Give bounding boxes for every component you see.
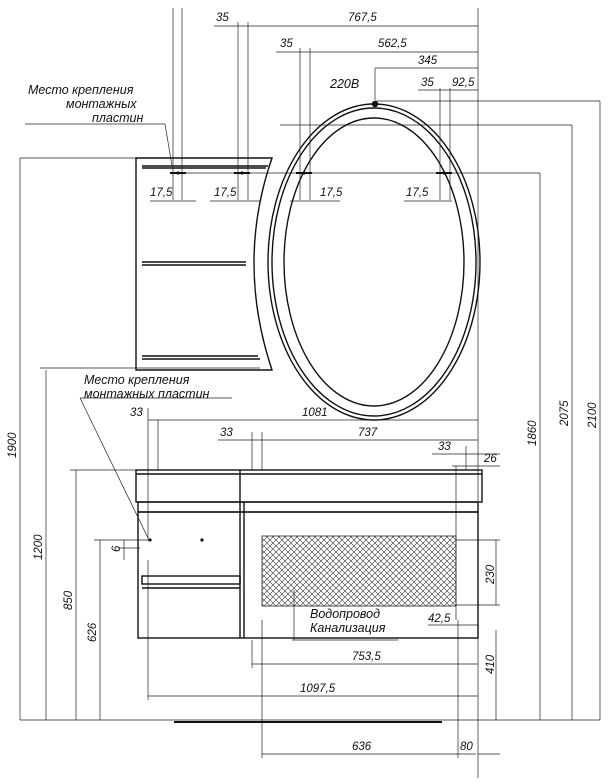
utilities-label-sewer: Канализация xyxy=(310,621,386,635)
dim-767-5: 767,5 xyxy=(348,12,377,24)
dim-737: 737 xyxy=(358,427,378,439)
vanity-cabinet xyxy=(135,469,483,639)
dim-33-b: 33 xyxy=(220,427,233,439)
mount-label-bottom-1: Место крепления xyxy=(84,373,190,387)
mount-plate-markers xyxy=(170,171,452,175)
dim-80: 80 xyxy=(460,741,473,753)
mount-label-top-2: монтажных xyxy=(66,97,137,111)
dim-410: 410 xyxy=(485,654,497,674)
dim-42-5: 42,5 xyxy=(428,613,451,625)
dim-850: 850 xyxy=(63,590,75,610)
power-label: 220В xyxy=(329,77,359,91)
dim-1900: 1900 xyxy=(7,432,19,458)
dim-1860: 1860 xyxy=(527,420,539,446)
dim-1097-5: 1097,5 xyxy=(300,683,336,695)
dim-753-5: 753,5 xyxy=(352,651,381,663)
mount-label-top-3: пластин xyxy=(92,111,143,125)
dim-345: 345 xyxy=(418,55,438,67)
utilities-label-water: Водопровод xyxy=(310,607,380,621)
dim-230: 230 xyxy=(485,564,497,585)
mount-label-top-1: Место крепления xyxy=(28,83,134,97)
dimension-values: 35 767,5 35 562,5 345 35 92,5 17,5 17,5 … xyxy=(7,12,599,753)
dim-1081: 1081 xyxy=(302,407,328,419)
dim-17-5-d: 17,5 xyxy=(406,187,429,199)
dim-17-5-b: 17,5 xyxy=(214,187,237,199)
dim-626: 626 xyxy=(87,622,99,642)
oval-mirror xyxy=(267,100,481,421)
dim-17-5-a: 17,5 xyxy=(150,187,173,199)
dim-562-5: 562,5 xyxy=(378,38,407,50)
utilities-zone xyxy=(261,535,457,607)
dim-2075: 2075 xyxy=(559,400,571,427)
power-point-icon xyxy=(371,100,379,108)
dim-636: 636 xyxy=(352,741,372,753)
dim-33-a: 33 xyxy=(130,407,143,419)
dim-17-5-c: 17,5 xyxy=(320,187,343,199)
dim-26: 26 xyxy=(483,453,497,465)
mirror-cabinet xyxy=(135,157,273,371)
dim-33-c: 33 xyxy=(438,441,451,453)
dim-35-third: 35 xyxy=(421,77,434,89)
dim-6: 6 xyxy=(111,545,123,552)
dim-35-second: 35 xyxy=(280,38,293,50)
mount-label-bottom-2: монтажных пластин xyxy=(84,387,210,401)
dim-1200: 1200 xyxy=(33,534,45,560)
dim-92-5: 92,5 xyxy=(452,77,475,89)
dim-35-top: 35 xyxy=(216,12,229,24)
dim-2100: 2100 xyxy=(587,402,599,429)
labels: Место крепления монтажных пластин Место … xyxy=(28,77,386,635)
